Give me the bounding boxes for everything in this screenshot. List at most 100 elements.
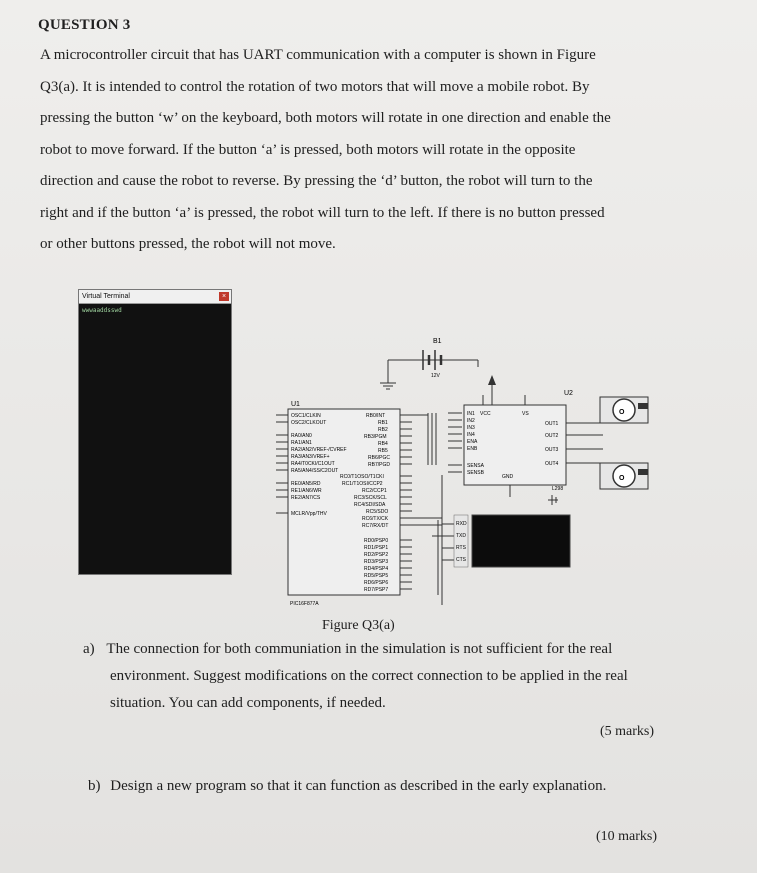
svg-text:O: O bbox=[619, 475, 625, 482]
driver-label: U2 bbox=[564, 390, 573, 397]
driver-top-pin: VCC bbox=[480, 411, 491, 417]
virtual-terminal-titlebar: Virtual Terminal × bbox=[79, 290, 231, 304]
mcu-pin-label: RC7/RX/DT bbox=[362, 523, 388, 529]
paragraph-line: Q3(a). It is intended to control the rot… bbox=[40, 78, 590, 95]
uart-pin-label: CTS bbox=[456, 557, 467, 563]
mcu-pin-label: RC3/SCK/SCL bbox=[354, 495, 387, 501]
driver-pin-label: OUT4 bbox=[545, 461, 559, 467]
mcu-left-pins: OSC1/CLKIN OSC2/CLKOUT RA0/AN0 RA1/AN1 R… bbox=[276, 413, 347, 517]
part-b-label: b) bbox=[88, 778, 101, 794]
mcu-label: U1 bbox=[291, 401, 300, 408]
mcu-pin-label: RD7/PSP7 bbox=[364, 587, 388, 593]
mcu-pin-label: RE0/AN5/RD bbox=[291, 481, 321, 487]
driver-bottom-pin: GND bbox=[502, 474, 514, 480]
mcu-pin-label: RA3/AN3/VREF+ bbox=[291, 454, 330, 460]
mcu-pin-label: RB0/INT bbox=[366, 413, 385, 419]
virtual-terminal-window: Virtual Terminal × wwwaaddsswd bbox=[78, 289, 232, 575]
paragraph-line: A microcontroller circuit that has UART … bbox=[40, 47, 596, 63]
mcu-pin-label: MCLR/Vpp/THV bbox=[291, 511, 328, 517]
driver-pin-label: IN4 bbox=[467, 432, 475, 438]
mcu-pin-label: RC5/SDO bbox=[366, 509, 388, 515]
mcu-pin-label: RE1/AN6/WR bbox=[291, 488, 322, 494]
mcu-pin-label: RC0/T1OSO/T1CKI bbox=[340, 474, 384, 480]
motor-icon: O bbox=[599, 396, 649, 424]
driver-pin-label: SENSB bbox=[467, 470, 485, 476]
mcu-pin-label: RD5/PSP5 bbox=[364, 573, 388, 579]
uart-pin-label: RTS bbox=[456, 545, 467, 551]
paragraph-line: direction and cause the robot to reverse… bbox=[40, 173, 593, 189]
part-a-line: The connection for both communiation in … bbox=[106, 641, 613, 657]
mcu-pin-label: RB6/PGC bbox=[368, 455, 390, 461]
part-b-marks: (10 marks) bbox=[596, 829, 658, 844]
paragraph-line: pressing the button ‘w’ on the keyboard,… bbox=[40, 110, 611, 126]
driver-pin-label: IN3 bbox=[467, 425, 475, 431]
figure-caption: Figure Q3(a) bbox=[322, 618, 395, 633]
mcu-pin-label: RC2/CCP1 bbox=[362, 488, 387, 494]
question-paragraph: A microcontroller circuit that has UART … bbox=[40, 40, 690, 261]
mcu-pin-label: RB7/PGD bbox=[368, 462, 390, 468]
mcu-pin-label: RA2/AN2/VREF-/CVREF bbox=[291, 447, 347, 453]
mcu-pin-label: RD4/PSP4 bbox=[364, 566, 388, 572]
part-a-line: situation. You can add components, if ne… bbox=[110, 695, 386, 711]
mcu-pin-label: RA4/T0CKI/C1OUT bbox=[291, 461, 335, 467]
battery-symbol bbox=[380, 350, 496, 413]
driver-pin-label: ENB bbox=[467, 446, 478, 452]
mcu-pin-label: RB1 bbox=[378, 420, 388, 426]
mcu-body bbox=[287, 408, 401, 596]
mcu-pin-label: RD2/PSP2 bbox=[364, 552, 388, 558]
mcu-pin-label: RA0/AN0 bbox=[291, 433, 312, 439]
battery-label: B1 bbox=[433, 338, 442, 345]
mcu-right-pins-b: RB0/INT RB1 RB2 RB3/PGM RB4 RB5 RB6/PGC … bbox=[364, 413, 412, 468]
driver-part: L298 bbox=[552, 486, 563, 492]
driver-pin-label: IN2 bbox=[467, 418, 475, 424]
mcu-pin-label: RC1/T1OSI/CCP2 bbox=[342, 481, 383, 487]
driver-pin-label: ENA bbox=[467, 439, 478, 445]
uart-terminal-block bbox=[442, 514, 571, 568]
schematic-drawing: B1 12V U1 PIC16F877A OSC1/CLKIN OSC2/CLK… bbox=[276, 338, 649, 607]
mcu-pin-label: RA5/AN4/SS/C2OUT bbox=[291, 468, 338, 474]
svg-text:O: O bbox=[619, 409, 625, 416]
driver-body bbox=[463, 404, 567, 486]
part-b-text: Design a new program so that it can func… bbox=[110, 778, 607, 794]
virtual-terminal-output: wwwaaddsswd bbox=[82, 307, 122, 314]
wires bbox=[412, 412, 511, 605]
virtual-terminal-title: Virtual Terminal bbox=[82, 293, 130, 300]
mcu-pin-label: RA1/AN1 bbox=[291, 440, 312, 446]
mcu-pin-label: RE2/AN7/CS bbox=[291, 495, 321, 501]
driver-pin-label: OUT1 bbox=[545, 421, 559, 427]
part-a-label: a) bbox=[83, 641, 95, 657]
mcu-pin-label: OSC1/CLKIN bbox=[291, 413, 321, 419]
mcu-pin-label: OSC2/CLKOUT bbox=[291, 420, 326, 426]
mcu-pin-label: RD0/PSP0 bbox=[364, 538, 388, 544]
part-b: b) Design a new program so that it can f… bbox=[88, 773, 708, 800]
question-title: QUESTION 3 bbox=[38, 17, 131, 33]
circuit-schematic: Virtual Terminal × wwwaaddsswd B1 bbox=[78, 285, 678, 615]
driver-pin-label: OUT2 bbox=[545, 433, 559, 439]
paragraph-line: right and if the button ‘a’ is pressed, … bbox=[40, 204, 605, 221]
uart-pin-label: RXD bbox=[456, 521, 467, 527]
mcu-pin-label: RD3/PSP3 bbox=[364, 559, 388, 565]
driver-top-pin: VS bbox=[522, 411, 529, 417]
mcu-right-pins-c: RC0/T1OSO/T1CKI RC1/T1OSI/CCP2 RC2/CCP1 … bbox=[340, 474, 412, 529]
paragraph-line: robot to move forward. If the button ‘a’… bbox=[40, 141, 576, 158]
part-a: a) The connection for both communiation … bbox=[83, 636, 683, 717]
uart-pin-label: TXD bbox=[456, 533, 466, 539]
battery-voltage: 12V bbox=[431, 373, 441, 379]
mcu-pin-label: RB3/PGM bbox=[364, 434, 387, 440]
driver-pin-label: OUT3 bbox=[545, 447, 559, 453]
driver-pin-label: SENSA bbox=[467, 463, 485, 469]
mcu-pin-label: RC6/TX/CK bbox=[362, 516, 389, 522]
mcu-right-pins-d: RD0/PSP0 RD1/PSP1 RD2/PSP2 RD3/PSP3 RD4/… bbox=[364, 538, 412, 593]
motor-icon: O bbox=[599, 462, 649, 490]
mcu-pin-label: RB4 bbox=[378, 441, 388, 447]
close-icon[interactable]: × bbox=[219, 292, 229, 301]
driver-pin-label: IN1 bbox=[467, 411, 475, 417]
part-a-line: environment. Suggest modifications on th… bbox=[110, 668, 628, 684]
paragraph-line: or other buttons pressed, the robot will… bbox=[40, 236, 336, 252]
mcu-pin-label: RB5 bbox=[378, 448, 388, 454]
mcu-pin-label: RB2 bbox=[378, 427, 388, 433]
part-a-marks: (5 marks) bbox=[600, 724, 655, 739]
mcu-pin-label: RC4/SDI/SDA bbox=[354, 502, 386, 508]
mcu-part: PIC16F877A bbox=[290, 601, 319, 607]
